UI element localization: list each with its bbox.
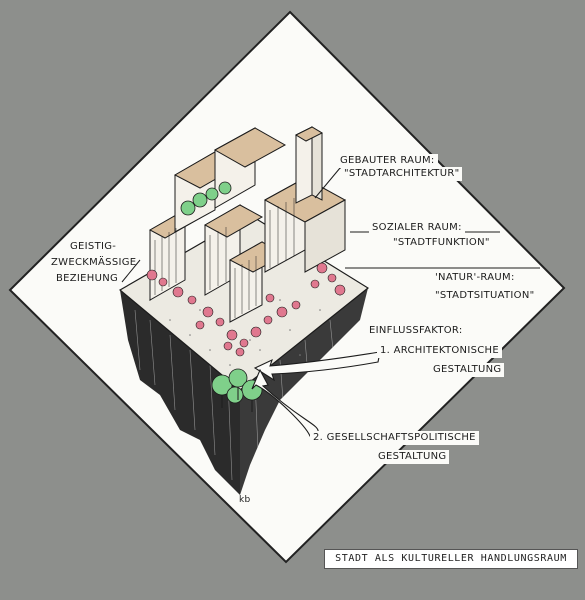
label-geistig: GEISTIG- [70, 241, 117, 252]
label-stadtfunktion: "STADTFUNKTION" [390, 236, 493, 250]
label-natur-raum: 'NATUR'-RAUM: [432, 271, 518, 285]
label-architektonische: 1. ARCHITEKTONISCHE [377, 344, 502, 358]
trees [180, 181, 263, 404]
label-stadtsituation: "STADTSITUATION" [432, 289, 538, 303]
label-gesellschaftspolitische-gestaltung: GESTALTUNG [375, 450, 450, 464]
people [146, 262, 346, 357]
label-einflussfaktor: EINFLUSSFAKTOR: [366, 324, 466, 338]
label-beziehung: BEZIEHUNG [56, 273, 119, 284]
caption-box: STADT ALS KULTURELLER HANDLUNGSRAUM [324, 549, 578, 569]
label-gesellschaftspolitische: 2. GESELLSCHAFTSPOLITISCHE [310, 431, 479, 445]
artist-signature: kb [239, 495, 251, 505]
label-zweckmaessige: ZWECKMÄSSIGE [51, 257, 137, 268]
label-stadtarchitektur: "STADTARCHITEKTUR" [341, 167, 463, 181]
label-gebauter-raum: GEBAUTER RAUM: [337, 154, 438, 168]
label-architektonische-gestaltung: GESTALTUNG [430, 363, 505, 377]
label-sozialer-raum: SOZIALER RAUM: [369, 221, 465, 235]
